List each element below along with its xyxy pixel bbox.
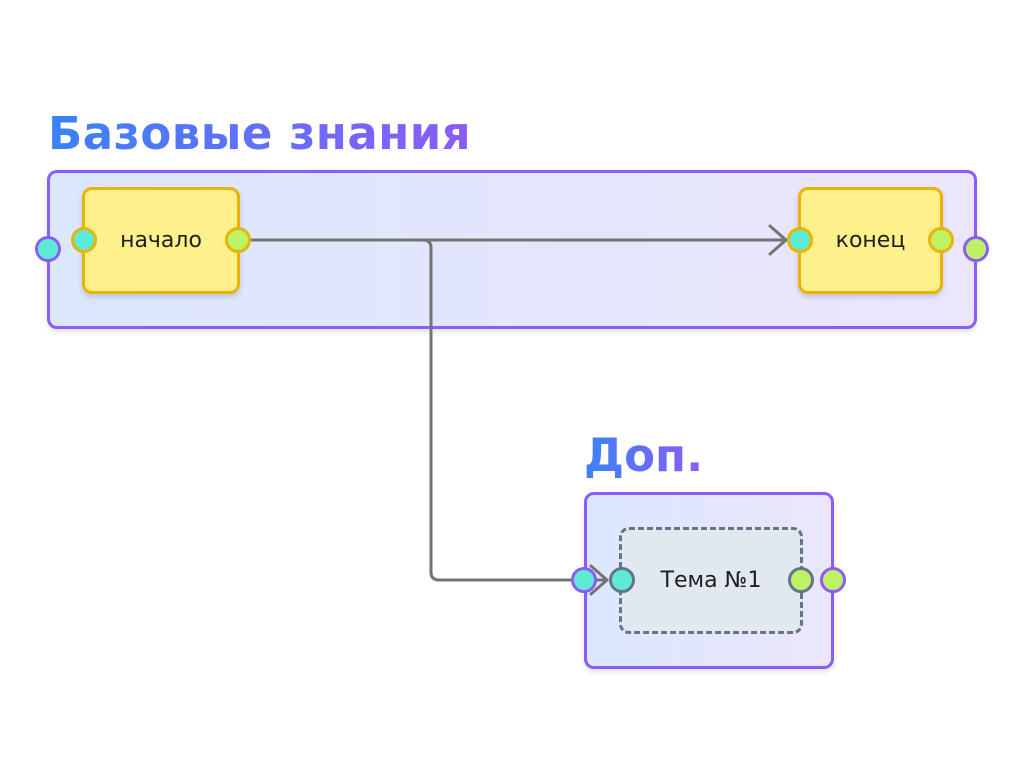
node-end-label: конец [835, 228, 906, 253]
group-title-extra: Доп. [584, 429, 704, 482]
group-extra-input-port[interactable] [571, 567, 597, 593]
group-base-output-port[interactable] [963, 236, 989, 262]
node-start-label: начало [120, 228, 202, 253]
node-end-input-port[interactable] [787, 227, 813, 253]
node-start[interactable]: начало [82, 187, 240, 294]
group-base-input-port[interactable] [35, 236, 61, 262]
group-extra-output-port[interactable] [820, 567, 846, 593]
node-topic-label: Тема №1 [660, 568, 762, 593]
node-start-input-port[interactable] [71, 227, 97, 253]
group-title-base: Базовые знания [48, 107, 472, 160]
node-topic-input-port[interactable] [609, 567, 635, 593]
node-topic[interactable]: Тема №1 [619, 527, 803, 634]
node-start-output-port[interactable] [225, 227, 251, 253]
node-topic-output-port[interactable] [788, 567, 814, 593]
node-end-output-port[interactable] [928, 227, 954, 253]
node-end[interactable]: конец [798, 187, 943, 294]
